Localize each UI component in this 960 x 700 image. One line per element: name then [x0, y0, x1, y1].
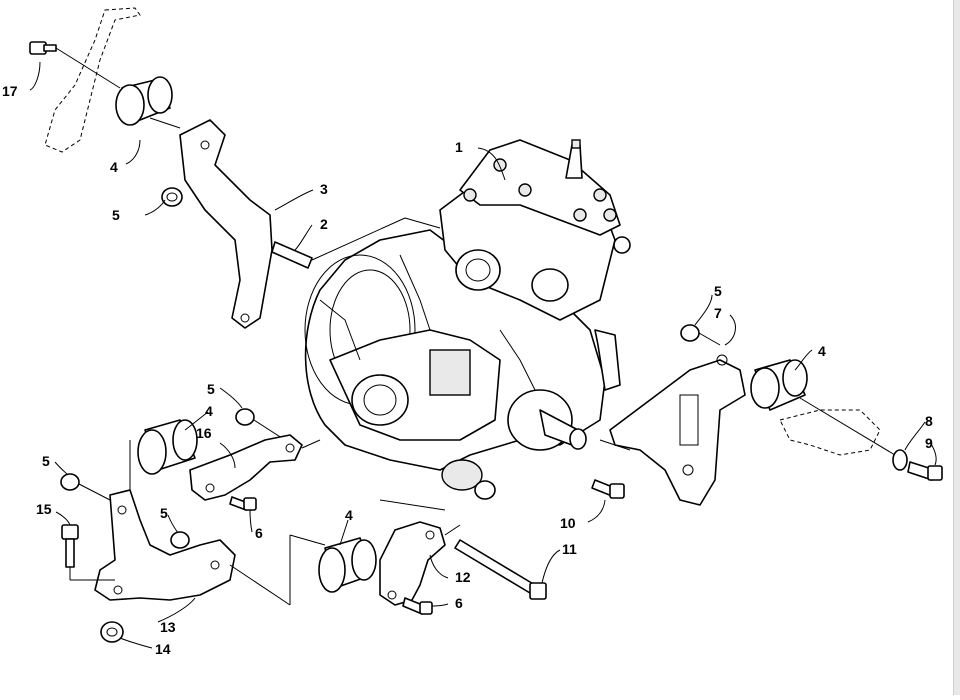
callout-leaders: [29, 61, 937, 649]
callout-4-lower-middle: 4: [345, 507, 353, 523]
callout-4-top-left: 4: [110, 159, 118, 175]
callout-5-top-left: 5: [112, 207, 120, 223]
bolt-9: [907, 461, 943, 481]
engine-bracket-7: [609, 359, 746, 506]
callout-2: 2: [320, 216, 328, 232]
callout-4-right: 4: [818, 343, 826, 359]
callout-labels: 1 2 3 4 4 4 4 5 5 5 5 5 6 6 7 8 9 10 11 …: [2, 83, 933, 657]
callout-3: 3: [320, 181, 328, 197]
callout-15: 15: [36, 501, 52, 517]
callout-11: 11: [562, 541, 577, 557]
callout-12: 12: [455, 569, 471, 585]
nut-5-top-left: [161, 187, 183, 207]
rubber-mount-top-left: [115, 76, 181, 129]
bolt-15: [61, 524, 79, 568]
nut-5-right: [680, 324, 700, 342]
engine-bracket-3: [179, 119, 273, 329]
callout-17: 17: [2, 83, 18, 99]
callout-9: 9: [925, 435, 933, 451]
rubber-mount-right: [750, 359, 808, 411]
callout-14: 14: [155, 641, 171, 657]
callout-10: 10: [560, 515, 576, 531]
engine-bracket-12: [379, 521, 446, 606]
engine-bracket-13: [94, 489, 236, 601]
frame-bracket-outline: [44, 7, 141, 153]
engine-bracket-16: [189, 434, 303, 501]
callout-13: 13: [160, 619, 176, 635]
bolt-11: [454, 539, 547, 600]
frame-bracket-right-outline: [779, 409, 881, 456]
callout-6-middle: 6: [455, 595, 463, 611]
bolt-17: [29, 41, 57, 55]
stud-2: [271, 241, 313, 269]
callout-4-lower-left: 4: [205, 403, 213, 419]
nut-5-lower-a: [235, 408, 255, 426]
callout-7: 7: [714, 305, 722, 321]
nut-14: [100, 621, 124, 643]
nut-5-lower-c: [170, 531, 190, 549]
callout-5-lower-b: 5: [42, 453, 50, 469]
callout-5-lower-c: 5: [160, 505, 168, 521]
callout-5-right: 5: [714, 283, 722, 299]
callout-5-lower-a: 5: [207, 381, 215, 397]
bolt-6-left: [229, 496, 257, 511]
washer-8: [892, 449, 908, 471]
bolt-6-middle: [402, 597, 433, 615]
bolt-10: [591, 479, 625, 499]
callout-6-left: 6: [255, 525, 263, 541]
rubber-mount-lower-left: [137, 419, 198, 475]
callout-8: 8: [925, 413, 933, 429]
callout-1: 1: [455, 139, 463, 155]
callout-16: 16: [196, 425, 212, 441]
engine-assembly: [304, 139, 631, 500]
right-edge-border: [953, 0, 960, 695]
rubber-mount-lower-middle: [318, 537, 377, 593]
nut-5-lower-b: [60, 473, 80, 491]
